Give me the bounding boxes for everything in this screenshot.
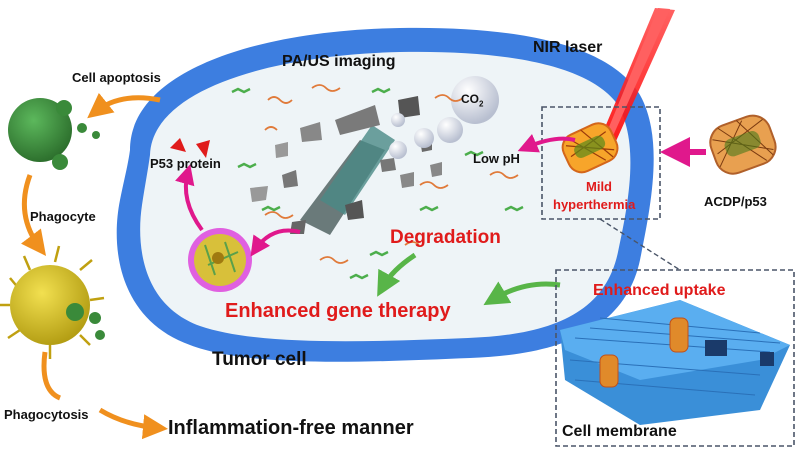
label-phagocytosis: Phagocytosis xyxy=(4,407,89,422)
label-enhanced-uptake: Enhanced uptake xyxy=(593,282,726,299)
label-hyperthermia: hyperthermia xyxy=(553,197,636,212)
arrow-degradation-to-therapy xyxy=(377,252,417,297)
label-cell-membrane: Cell membrane xyxy=(562,423,677,440)
arrow-to-nucleus xyxy=(250,228,301,257)
label-phagocyte: Phagocyte xyxy=(30,209,96,224)
arrow-to-apoptosis xyxy=(87,92,161,119)
phagocyte-cell xyxy=(0,245,105,359)
nir-laser-beam xyxy=(598,8,675,150)
arrow-phagocyte-to-phagocytosis xyxy=(41,351,62,401)
arrow-phagocytosis-to-inflammation-free xyxy=(98,407,168,440)
degradation-debris xyxy=(250,96,442,235)
arrow-uptake-to-therapy xyxy=(483,281,561,306)
label-acdp-p53: ACDP/p53 xyxy=(704,194,767,209)
label-low-ph: Low pH xyxy=(473,151,520,166)
label-co2-subscript: 2 xyxy=(479,99,484,109)
tumor-cell xyxy=(116,27,654,362)
acdp-p53-particle xyxy=(709,114,777,175)
p53-gene-strands xyxy=(231,87,524,280)
p53-protein-pieces xyxy=(170,138,210,158)
label-degradation: Degradation xyxy=(390,227,501,248)
arrow-to-low-ph xyxy=(517,134,576,153)
label-co2-main: CO xyxy=(461,92,479,106)
label-pa-us-imaging: PA/US imaging xyxy=(282,53,396,70)
cell-membrane-model xyxy=(560,300,790,425)
label-cell-apoptosis: Cell apoptosis xyxy=(72,70,161,85)
nucleus-particle xyxy=(188,228,252,292)
label-enhanced-gene-therapy: Enhanced gene therapy xyxy=(225,300,451,322)
arrow-to-p53-protein xyxy=(175,164,204,232)
hyperthermia-nanoparticle xyxy=(561,122,619,174)
arrow-apoptosis-to-phagocyte xyxy=(20,174,47,256)
membrane-dashed-box xyxy=(555,269,795,447)
polymer-chains xyxy=(264,84,519,264)
label-nir-laser: NIR laser xyxy=(533,39,603,56)
label-p53-protein: P53 protein xyxy=(150,156,221,171)
label-mild: Mild xyxy=(586,179,612,194)
label-inflammation-free-manner: Inflammation-free manner xyxy=(168,417,414,439)
label-co2: CO2 xyxy=(461,93,483,108)
co2-bubbles xyxy=(389,76,499,159)
label-tumor-cell: Tumor cell xyxy=(212,349,307,370)
apoptotic-cell xyxy=(8,98,100,170)
